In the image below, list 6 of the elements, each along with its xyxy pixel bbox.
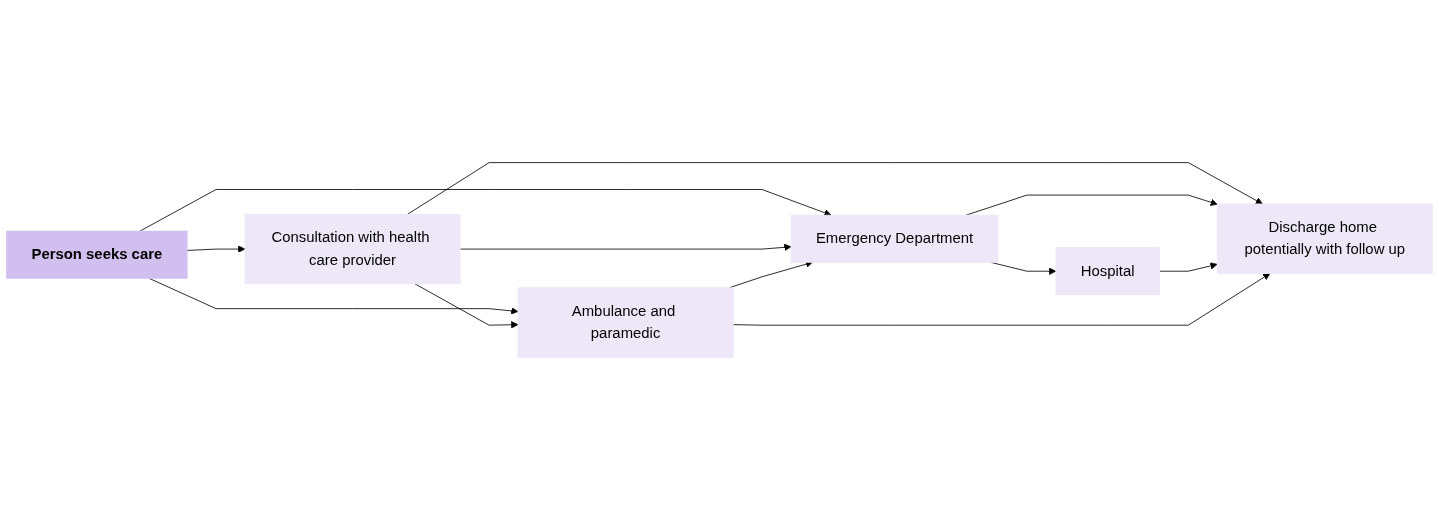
node-box: Ambulance and paramedic <box>517 287 734 358</box>
node-box: Emergency Department <box>790 214 999 263</box>
node-box: Consultation with health care provider <box>244 213 461 285</box>
node-box: Person seeks care <box>6 230 188 279</box>
node-box: Hospital <box>1055 247 1160 296</box>
node-box: Discharge home potentially with follow up <box>1216 203 1433 274</box>
